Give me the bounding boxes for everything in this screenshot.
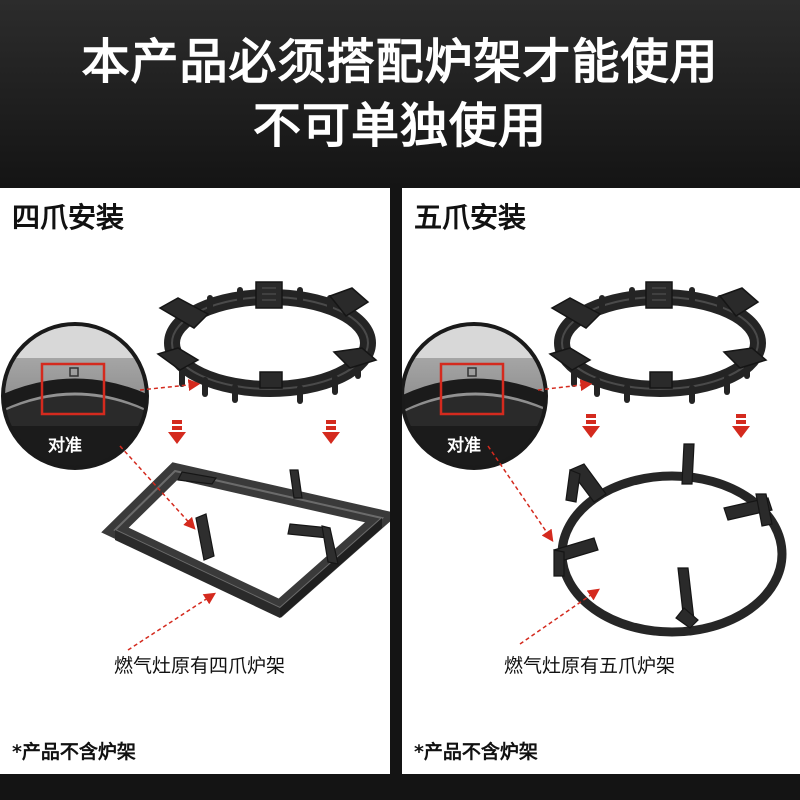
align-label-right: 对准 (447, 436, 481, 456)
alignment-arrows-left (119, 379, 217, 651)
magnifier-right (402, 322, 548, 470)
down-arrows-left (168, 420, 340, 444)
wok-ring-right (548, 281, 768, 404)
stove-grate-left (101, 462, 390, 618)
down-arrows-right (582, 414, 750, 438)
magnifier-left (1, 322, 149, 470)
align-label-left: 对准 (48, 436, 82, 456)
footnote-left: *产品不含炉架 (12, 741, 136, 763)
wok-ring-left (156, 281, 378, 404)
headline-line-2: 不可单独使用 (252, 98, 547, 154)
five-claw-illustration (402, 281, 787, 645)
stove-grate-right (553, 443, 787, 637)
five-claw-panel: 对准 五爪安装 燃气灶原有五爪炉架 *产品不含炉架 (402, 188, 800, 774)
alignment-arrows-right (487, 379, 600, 645)
four-claw-illustration (1, 281, 390, 651)
bottom-bar (0, 774, 800, 800)
panel-title-four-claw: 四爪安装 (12, 201, 125, 234)
panel-title-five-claw: 五爪安装 (414, 201, 527, 234)
header-banner: 本产品必须搭配炉架才能使用 不可单独使用 (0, 0, 800, 188)
four-claw-panel: 对准 四爪安装 燃气灶原有四爪炉架 *产品不含炉架 (0, 188, 390, 774)
headline-line-1: 本产品必须搭配炉架才能使用 (81, 34, 719, 90)
caption-five-claw: 燃气灶原有五爪炉架 (504, 655, 676, 677)
footnote-right: *产品不含炉架 (414, 741, 538, 763)
caption-four-claw: 燃气灶原有四爪炉架 (114, 655, 286, 677)
